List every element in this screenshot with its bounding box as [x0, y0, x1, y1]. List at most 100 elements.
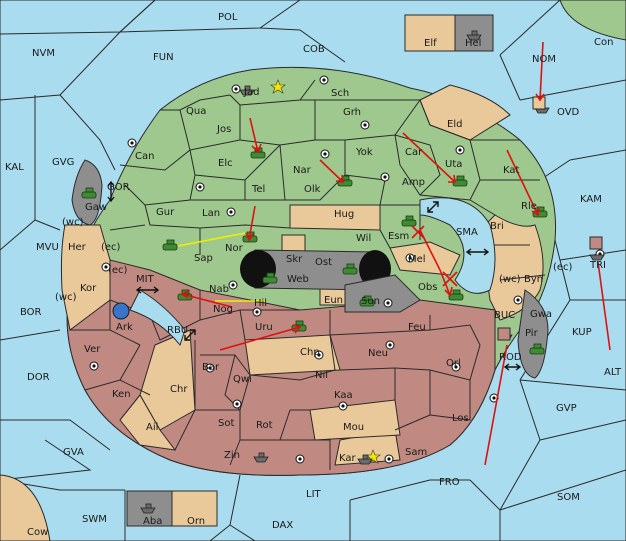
label-mvu: MVU: [36, 242, 59, 253]
label-hug: Hug: [334, 209, 354, 220]
province-chp[interactable]: [244, 334, 341, 376]
label-uru: Uru: [255, 322, 273, 333]
label-mel: Mel: [408, 254, 426, 265]
army-unit-icon[interactable]: [162, 239, 178, 251]
label-skr: Skr: [286, 254, 303, 265]
land-borders: [70, 79, 546, 470]
supply-center: [228, 280, 238, 290]
label-gor: GOR: [107, 182, 130, 193]
label-ec3: (ec): [553, 262, 573, 273]
province-orn[interactable]: [171, 490, 218, 527]
supply-center: [455, 145, 465, 155]
supply-center: [252, 307, 262, 317]
strait-arrows: [107, 180, 522, 371]
label-qua: Qua: [186, 106, 206, 117]
label-qwi: Qwi: [233, 374, 252, 385]
province-hel[interactable]: [454, 14, 494, 52]
label-kor: Kor: [80, 283, 97, 294]
label-hel: Hel: [465, 38, 481, 49]
label-zin: Zin: [224, 450, 240, 461]
supply-center: [338, 401, 348, 411]
label-yok: Yok: [355, 147, 373, 158]
supply-center: [383, 298, 393, 308]
label-sap: Sap: [194, 253, 213, 264]
label-los: Los: [452, 413, 469, 424]
province-labels: POL NVM FUN COB Elf Hel Con NOM OVD KAL …: [5, 12, 622, 538]
label-bri: Bri: [490, 221, 504, 232]
label-nar: Nar: [293, 165, 312, 176]
army-unit-icon[interactable]: [401, 215, 417, 227]
fleet-unit-icon[interactable]: [466, 30, 482, 41]
supply-center: [232, 399, 242, 409]
fleet-unit-icon[interactable]: [357, 454, 373, 465]
army-unit-icon[interactable]: [342, 263, 358, 275]
fleet-unit-icon[interactable]: [239, 85, 255, 96]
army-unit-icon[interactable]: [359, 295, 375, 307]
label-rle: Rle: [521, 201, 537, 212]
label-eld: Eld: [447, 119, 462, 130]
army-unit-icon[interactable]: [81, 187, 97, 199]
supply-center: [314, 350, 324, 360]
army-units: [81, 147, 548, 355]
label-bar: Bar: [202, 362, 220, 373]
label-mou: Mou: [343, 422, 364, 433]
sea-rbu[interactable]: [129, 289, 186, 347]
label-nil: Nil: [315, 370, 328, 381]
move-orders: [180, 41, 611, 466]
label-nvm: NVM: [32, 48, 55, 59]
label-buc: BUC: [494, 310, 515, 321]
army-unit-icon[interactable]: [529, 343, 545, 355]
label-jad: Jad: [243, 87, 259, 98]
province-marker: [532, 96, 546, 110]
army-unit-icon[interactable]: [448, 289, 464, 301]
label-tel: Tel: [251, 184, 265, 195]
label-neu: Neu: [368, 348, 388, 359]
label-kal: KAL: [5, 162, 24, 173]
army-unit-icon[interactable]: [262, 272, 278, 284]
sea-sma[interactable]: [419, 197, 496, 294]
label-obs: Obs: [418, 282, 437, 293]
label-ost: Ost: [315, 257, 332, 268]
label-fun: FUN: [153, 52, 174, 63]
province-mou[interactable]: [309, 399, 401, 441]
supply-center: [226, 207, 236, 217]
label-esm: Esm: [388, 231, 409, 242]
label-can: Can: [135, 151, 154, 162]
label-gvg: GVG: [52, 157, 74, 168]
label-ver: Ver: [84, 344, 101, 355]
supply-center: [231, 84, 241, 94]
supply-center: [384, 454, 394, 464]
label-hil: Hil: [254, 298, 267, 309]
label-tri: TRI: [589, 260, 606, 271]
label-pir: Pir: [525, 328, 539, 339]
label-sam: Sam: [405, 447, 427, 458]
label-fro: FRO: [439, 477, 460, 488]
fleet-unit-icon[interactable]: [140, 503, 156, 514]
label-amp: Amp: [402, 177, 425, 188]
label-feu: Feu: [408, 322, 426, 333]
fleet-unit-icon[interactable]: [589, 254, 605, 261]
province-marker: [589, 236, 603, 250]
province-mel[interactable]: [389, 241, 461, 276]
label-chr: Chr: [170, 384, 188, 395]
army-unit-icon[interactable]: [452, 175, 468, 187]
label-web: Web: [287, 274, 309, 285]
label-kam: KAM: [580, 194, 602, 205]
label-ec1: (ec): [101, 242, 121, 253]
label-orn: Orn: [187, 516, 205, 527]
label-ken: Ken: [112, 389, 131, 400]
label-byn: Byn: [524, 274, 543, 285]
label-chp: Chp: [300, 347, 320, 358]
label-con: Con: [594, 37, 613, 48]
province-eld[interactable]: [419, 84, 511, 141]
label-swm: SWM: [82, 514, 107, 525]
label-kaa: Kaa: [334, 390, 353, 401]
label-ovd: OVD: [557, 107, 580, 118]
label-car: Car: [405, 147, 423, 158]
label-wc2: (wc): [55, 292, 77, 303]
label-uta: Uta: [445, 159, 462, 170]
supply-center: [127, 138, 137, 148]
province-pir[interactable]: [517, 289, 549, 379]
fleet-unit-icon[interactable]: [253, 452, 269, 463]
label-gvp: GVP: [556, 403, 577, 414]
